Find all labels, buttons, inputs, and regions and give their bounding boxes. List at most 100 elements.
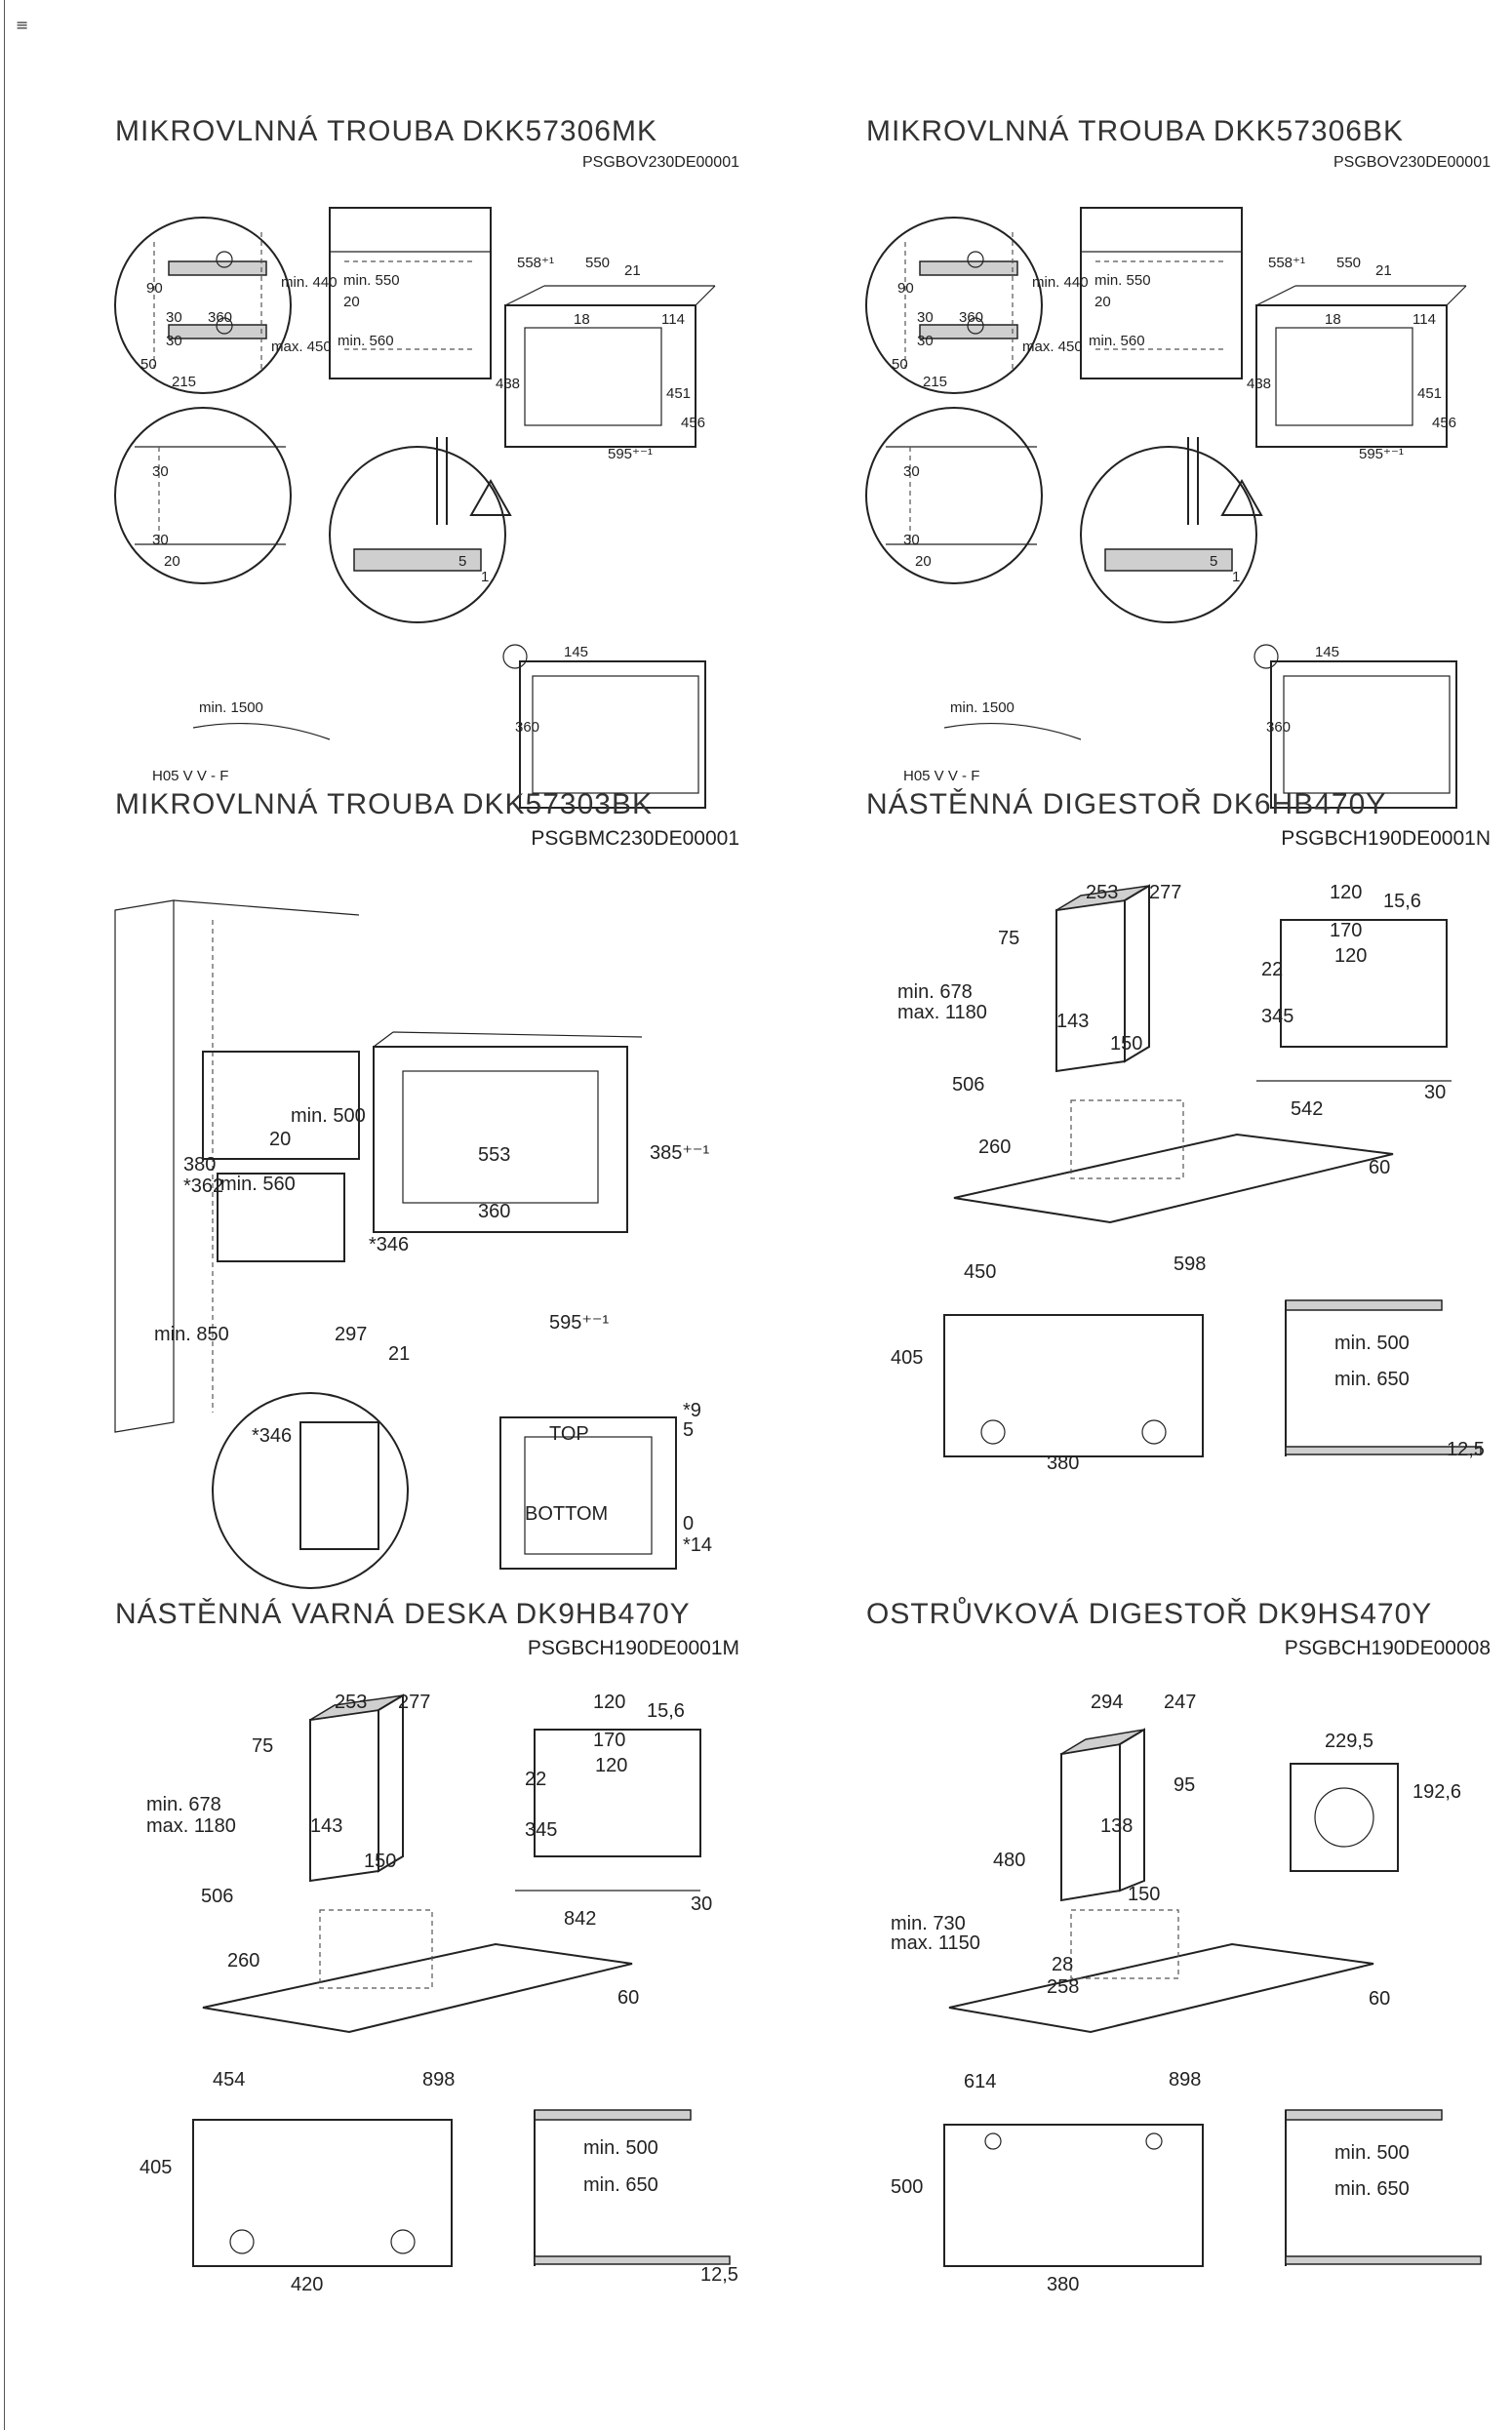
dimension-label: 842 bbox=[564, 1908, 596, 1930]
dimension-label: *346 bbox=[369, 1234, 409, 1255]
dimension-label: min. 650 bbox=[1334, 1369, 1410, 1390]
dimension-label: 450 bbox=[964, 1261, 996, 1283]
dimension-label: 385⁺⁻¹ bbox=[650, 1142, 709, 1164]
dimension-label: max. 450 bbox=[1022, 339, 1083, 355]
dimension-label: 18 bbox=[1325, 311, 1341, 328]
panel-code: PSGBCH190DE0001N bbox=[1281, 827, 1491, 850]
dimension-label: min. 560 bbox=[220, 1174, 296, 1195]
dimension-label: 150 bbox=[364, 1851, 396, 1872]
dimension-label: 192,6 bbox=[1413, 1781, 1461, 1803]
dimension-label: min. 500 bbox=[1334, 1333, 1410, 1354]
dimension-label: 60 bbox=[1369, 1157, 1390, 1178]
dimension-label: 20 bbox=[915, 553, 932, 570]
dimension-label: 558⁺¹ bbox=[1268, 255, 1305, 271]
dimension-label: 380 bbox=[1047, 2274, 1079, 2295]
dimension-label: 260 bbox=[227, 1950, 259, 1972]
dimension-label: 253 bbox=[1086, 882, 1118, 903]
dimension-label: 360 bbox=[208, 309, 232, 326]
dimension-label: 5 bbox=[683, 1419, 694, 1441]
dimension-label: 22 bbox=[525, 1769, 546, 1790]
dimension-label: 30 bbox=[903, 463, 920, 480]
dimension-label: *14 bbox=[683, 1534, 712, 1556]
dimension-label: 30 bbox=[166, 333, 182, 349]
dimension-label: min. 560 bbox=[1089, 333, 1145, 349]
dimension-label: 898 bbox=[422, 2069, 455, 2091]
dimension-label: 143 bbox=[1056, 1011, 1089, 1032]
dimension-label: 15,6 bbox=[647, 1700, 685, 1722]
dimension-label: min. 500 bbox=[583, 2137, 658, 2159]
dimension-label: 229,5 bbox=[1325, 1731, 1373, 1752]
page-edge-line bbox=[4, 0, 5, 2430]
dimension-label: min. 500 bbox=[291, 1105, 366, 1127]
dimension-label: 15,6 bbox=[1383, 891, 1421, 912]
dimension-label: 405 bbox=[891, 1347, 923, 1369]
dimension-label: 143 bbox=[310, 1815, 342, 1837]
panel-dkk57306bk: MIKROVLNNÁ TROUBA DKK57306BK PSGBOV230DE… bbox=[865, 115, 1491, 809]
panel-dkk57303bk: MIKROVLNNÁ TROUBA DKK57303BK PSGBMC230DE… bbox=[114, 788, 739, 1589]
panel-title: MIKROVLNNÁ TROUBA DKK57303BK bbox=[115, 788, 653, 820]
dimension-label: 30 bbox=[1424, 1082, 1446, 1103]
dimension-label: 215 bbox=[172, 374, 196, 390]
dimension-label: 60 bbox=[617, 1987, 639, 2009]
dimension-label: BOTTOM bbox=[525, 1503, 608, 1525]
dimension-label: 120 bbox=[1330, 882, 1362, 903]
dimension-label: min. 550 bbox=[1094, 272, 1151, 289]
dimension-label: 12,5 bbox=[1447, 1439, 1485, 1460]
dimension-label: 542 bbox=[1291, 1098, 1323, 1120]
dimension-label: 20 bbox=[269, 1129, 291, 1150]
dimension-label: 456 bbox=[1432, 415, 1456, 431]
dimension-label: 898 bbox=[1169, 2069, 1201, 2091]
panel-title: MIKROVLNNÁ TROUBA DKK57306BK bbox=[866, 115, 1404, 147]
dimension-label: 360 bbox=[478, 1201, 510, 1222]
dimension-label: 21 bbox=[388, 1343, 410, 1365]
dimension-label: 114 bbox=[1413, 311, 1436, 328]
dimension-label: 297 bbox=[335, 1324, 367, 1345]
dimension-label: 120 bbox=[595, 1755, 627, 1776]
dimension-label: min. 650 bbox=[1334, 2178, 1410, 2200]
dimension-label: 558⁺¹ bbox=[517, 255, 554, 271]
dimension-label: 75 bbox=[998, 928, 1019, 949]
dimension-label: 50 bbox=[140, 356, 157, 373]
dimension-label: 500 bbox=[891, 2176, 923, 2198]
dimension-label: min. 730 bbox=[891, 1913, 966, 1934]
dimension-label: 20 bbox=[343, 294, 360, 310]
panel-dk9hs470y: OSTRŮVKOVÁ DIGESTOŘ DK9HS470Y PSGBCH190D… bbox=[866, 1598, 1491, 2295]
dimension-label: 60 bbox=[1369, 1988, 1390, 2010]
dimension-label: 506 bbox=[952, 1074, 984, 1095]
dimension-label: 360 bbox=[1266, 719, 1291, 736]
dimension-label: 170 bbox=[593, 1730, 625, 1751]
dimension-label: 598 bbox=[1174, 1254, 1206, 1275]
dimension-label: 28 bbox=[1052, 1954, 1073, 1975]
dimension-label: *362 bbox=[183, 1175, 223, 1197]
dimension-label: 30 bbox=[917, 309, 934, 326]
dimension-label: min. 550 bbox=[343, 272, 400, 289]
dimension-label: 456 bbox=[681, 415, 705, 431]
dimension-label: 1 bbox=[481, 569, 489, 585]
dimension-label: 260 bbox=[978, 1136, 1011, 1158]
dimension-label: 451 bbox=[1417, 385, 1442, 402]
dimension-label: 550 bbox=[1336, 255, 1361, 271]
dimension-label: 405 bbox=[139, 2157, 172, 2178]
dimension-label: 20 bbox=[164, 553, 180, 570]
dimension-label: 30 bbox=[903, 532, 920, 548]
dimension-label: min. 678 bbox=[146, 1794, 221, 1815]
dimension-label: H05 V V - F bbox=[152, 768, 228, 784]
dimension-label: *9 bbox=[683, 1400, 701, 1421]
panel-dk6hb470y: NÁSTĚNNÁ DIGESTOŘ DK6HB470Y PSGBCH190DE0… bbox=[866, 788, 1491, 1474]
dimension-label: 595⁺⁻¹ bbox=[1359, 446, 1404, 462]
dimension-label: min. 1500 bbox=[199, 699, 263, 716]
dimension-label: 5 bbox=[458, 553, 466, 570]
dimension-label: max. 1180 bbox=[897, 1002, 987, 1023]
dimension-label: 150 bbox=[1128, 1884, 1160, 1905]
dimension-label: min. 560 bbox=[338, 333, 394, 349]
dimension-label: 0 bbox=[683, 1513, 694, 1534]
dimension-label: 595⁺⁻¹ bbox=[549, 1312, 609, 1334]
menu-icon[interactable]: ≡ bbox=[16, 16, 29, 34]
dimension-label: 145 bbox=[1315, 644, 1339, 660]
dimension-label: 170 bbox=[1330, 920, 1362, 941]
dimension-label: 21 bbox=[624, 262, 641, 279]
panel-code: PSGBMC230DE00001 bbox=[531, 827, 739, 850]
